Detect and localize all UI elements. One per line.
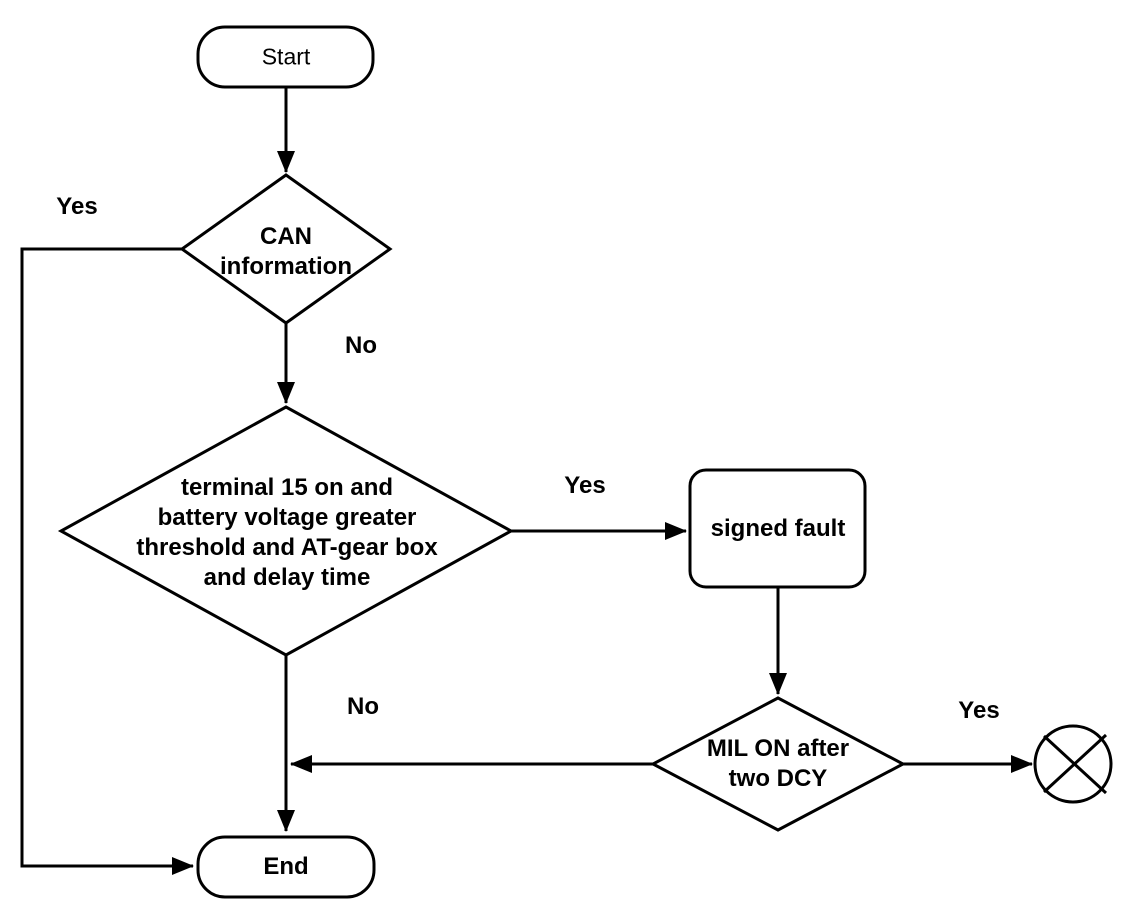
signed-fault-label: signed fault (710, 515, 846, 542)
crossed-circle-x-stroke-2 (1042, 733, 1108, 794)
end-label: End (263, 853, 309, 880)
edge-label-mil-yes: Yes (958, 697, 1000, 724)
edge-label-condition-no: No (347, 693, 379, 720)
edge-label-condition-yes: Yes (564, 472, 606, 499)
edge-can-yes-to-end (20, 247, 194, 875)
condition-decision-diamond (57, 405, 515, 657)
mil-decision-label: MIL ON after two DCY (706, 735, 850, 792)
edge-label-can-no: No (345, 332, 377, 359)
can-decision-diamond (179, 173, 393, 325)
end-terminator-shape (196, 835, 376, 899)
edge-label-can-yes: Yes (56, 193, 98, 220)
start-label: Start (261, 43, 311, 70)
start-terminator-shape (196, 25, 375, 89)
can-decision-label: CAN information (220, 223, 352, 280)
mil-decision-diamond (649, 696, 907, 832)
condition-decision-label: terminal 15 on and battery voltage great… (136, 474, 438, 591)
crossed-circle-terminator-shape (1033, 724, 1113, 804)
signed-fault-box (688, 468, 867, 589)
